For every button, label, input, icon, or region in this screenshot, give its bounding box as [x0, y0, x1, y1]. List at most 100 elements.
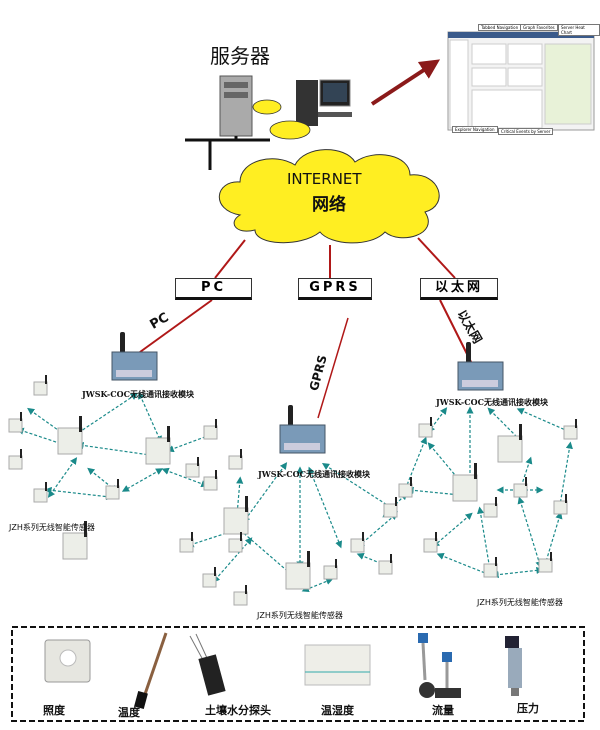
wireless-link — [301, 577, 334, 593]
sensor-node-icon — [383, 497, 398, 518]
wireless-link — [406, 486, 464, 499]
sensor-node-icon — [418, 417, 433, 438]
wireless-link — [357, 512, 398, 548]
sensor-node-icon — [378, 554, 393, 575]
sensor-node-icon — [33, 482, 48, 503]
wireless-link — [491, 566, 544, 579]
wireless-link — [402, 436, 428, 494]
receiver-router-icon — [111, 332, 158, 381]
link-box-gprs: GPRS — [298, 278, 372, 300]
sensor-node-icon — [57, 416, 83, 455]
wireless-link — [44, 486, 114, 501]
wireless-link — [436, 552, 494, 578]
wireless-link — [233, 476, 244, 519]
temperature-probe-icon — [134, 632, 168, 710]
sensor-node-icon — [105, 479, 120, 500]
wireless-link — [161, 467, 209, 488]
wireless-link — [237, 527, 295, 578]
sensor-name: 温湿度 — [321, 704, 354, 717]
sensor-node-icon — [323, 559, 338, 580]
server-label: 服务器 — [210, 44, 270, 68]
wireless-link — [557, 441, 573, 509]
internet-cloud — [218, 149, 440, 244]
sensor-node-icon — [563, 419, 578, 440]
network-label: 网络 — [312, 195, 346, 215]
sensor-label-left: JZH系列无线智能传感器 — [9, 523, 95, 532]
wireless-link — [72, 393, 138, 437]
sensor-node-icon — [398, 477, 413, 498]
sensor-name: 土壤水分探头 — [205, 704, 271, 717]
link-box-ethernet: 以太网 — [420, 278, 498, 300]
sensor-node-icon — [228, 449, 243, 470]
wireless-link — [212, 537, 253, 583]
sensor-name: 压力 — [517, 702, 539, 715]
sensor-node-icon — [203, 470, 218, 491]
receiver-router-icon — [457, 342, 504, 391]
receiver-label-center: JWSK-COC无线通讯接收模块 — [258, 469, 370, 479]
sensor-label-center: JZH系列无线智能传感器 — [257, 611, 343, 620]
sensor-name: 照度 — [43, 704, 65, 717]
wireless-link — [166, 432, 214, 453]
wireless-link — [76, 441, 154, 459]
sensor-node-icon — [223, 496, 249, 535]
sensor-node-icon — [62, 521, 88, 560]
sensor-node-icon — [285, 551, 311, 590]
callout: Explorer Navigation — [452, 126, 498, 133]
receiver-router-icon — [279, 405, 326, 454]
sensor-node-icon — [8, 449, 23, 470]
light-sensor-icon — [44, 639, 91, 683]
humidity-sensor-icon — [304, 644, 371, 686]
link-box-pc: PC — [175, 278, 252, 300]
sensor-label-right: JZH系列无线智能传感器 — [477, 598, 563, 607]
sensor-node-icon — [350, 532, 365, 553]
sensor-node-icon — [513, 477, 528, 498]
wireless-link — [542, 511, 563, 569]
sensor-node-icon — [202, 567, 217, 588]
callout: Graph Favorites — [520, 24, 558, 31]
sensor-node-icon — [483, 557, 498, 578]
arrow-to-dashboard — [370, 59, 441, 106]
wireless-link — [477, 506, 493, 574]
wireless-link — [307, 466, 343, 549]
sensor-name: 流量 — [432, 704, 454, 717]
soil-moisture-probe-icon — [189, 633, 226, 696]
receiver-label-left: JWSK-COC无线通讯接收模块 — [82, 389, 194, 399]
sensor-node-icon — [423, 532, 438, 553]
sensor-node-icon — [8, 412, 23, 433]
workstation-icon — [296, 79, 352, 126]
internet-label: INTERNET — [287, 170, 362, 188]
wireless-link — [487, 407, 523, 443]
small-cloud-icon — [252, 99, 311, 140]
callout: Tabbed Navigation — [478, 24, 522, 31]
wireless-link — [321, 463, 399, 512]
dashboard-screenshot — [447, 31, 595, 131]
sensor-node-icon — [553, 494, 568, 515]
wireless-link — [516, 408, 574, 434]
callout: Server Heat Chart — [558, 24, 600, 36]
wireless-link — [138, 391, 162, 444]
callout: Critical Events by Server — [498, 128, 554, 135]
sensor-node-icon — [145, 426, 171, 465]
sensor-name: 温度 — [118, 706, 140, 719]
sensor-node-icon — [203, 419, 218, 440]
server-tower-icon — [219, 75, 253, 137]
sensor-node-icon — [179, 532, 194, 553]
sensor-node-icon — [233, 585, 248, 606]
sensor-node-icon — [185, 457, 200, 478]
sensor-node-icon — [228, 532, 243, 553]
wireless-link — [47, 457, 78, 498]
pressure-sensor-icon — [505, 636, 522, 696]
wireless-link — [242, 462, 288, 523]
receiver-label-right: JWSK-COC无线通讯接收模块 — [436, 397, 548, 407]
wireless-link — [517, 496, 543, 569]
wireless-link — [121, 468, 164, 492]
sensor-node-icon — [538, 552, 553, 573]
sensor-catalog-frame — [11, 626, 585, 722]
sensor-node-icon — [33, 375, 48, 396]
sensor-mesh — [8, 375, 578, 606]
flow-meter-icon — [418, 633, 461, 698]
sensor-node-icon — [483, 497, 498, 518]
sensor-node-icon — [452, 463, 478, 502]
